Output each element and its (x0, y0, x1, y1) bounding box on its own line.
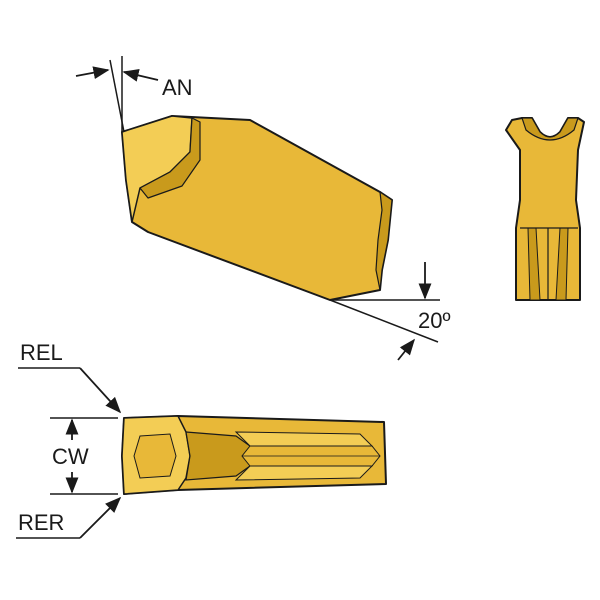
angle-dimension: 20º (329, 262, 451, 361)
rer-callout: RER (16, 496, 122, 539)
angle-extension-inclined (329, 299, 439, 343)
an-arrow-left (75, 66, 110, 80)
side-view-rear-wedge (375, 191, 393, 291)
an-arrow-right (122, 69, 159, 82)
an-label: AN (162, 75, 193, 100)
top-view-upper-rib (234, 431, 374, 447)
top-view-head-center (133, 433, 177, 479)
angle-arrow-bottom (397, 338, 416, 361)
rel-callout: REL (18, 340, 122, 414)
side-view-chip-groove (139, 117, 201, 199)
top-view (121, 415, 387, 495)
rel-leader-arrow (79, 367, 122, 414)
top-view-chip-breaker (185, 431, 251, 481)
top-view-lower-rib (234, 465, 374, 481)
cw-dimension: CW (50, 417, 118, 495)
side-view (121, 115, 393, 301)
cw-label: CW (52, 444, 89, 469)
end-view-top-notch (521, 117, 579, 141)
rel-label: REL (20, 340, 63, 365)
rer-leader-arrow (79, 496, 122, 539)
an-dimension: AN (75, 56, 193, 133)
end-view-body (505, 117, 585, 301)
rer-label: RER (18, 510, 64, 535)
angle-label: 20º (418, 308, 451, 333)
end-view (505, 117, 585, 301)
